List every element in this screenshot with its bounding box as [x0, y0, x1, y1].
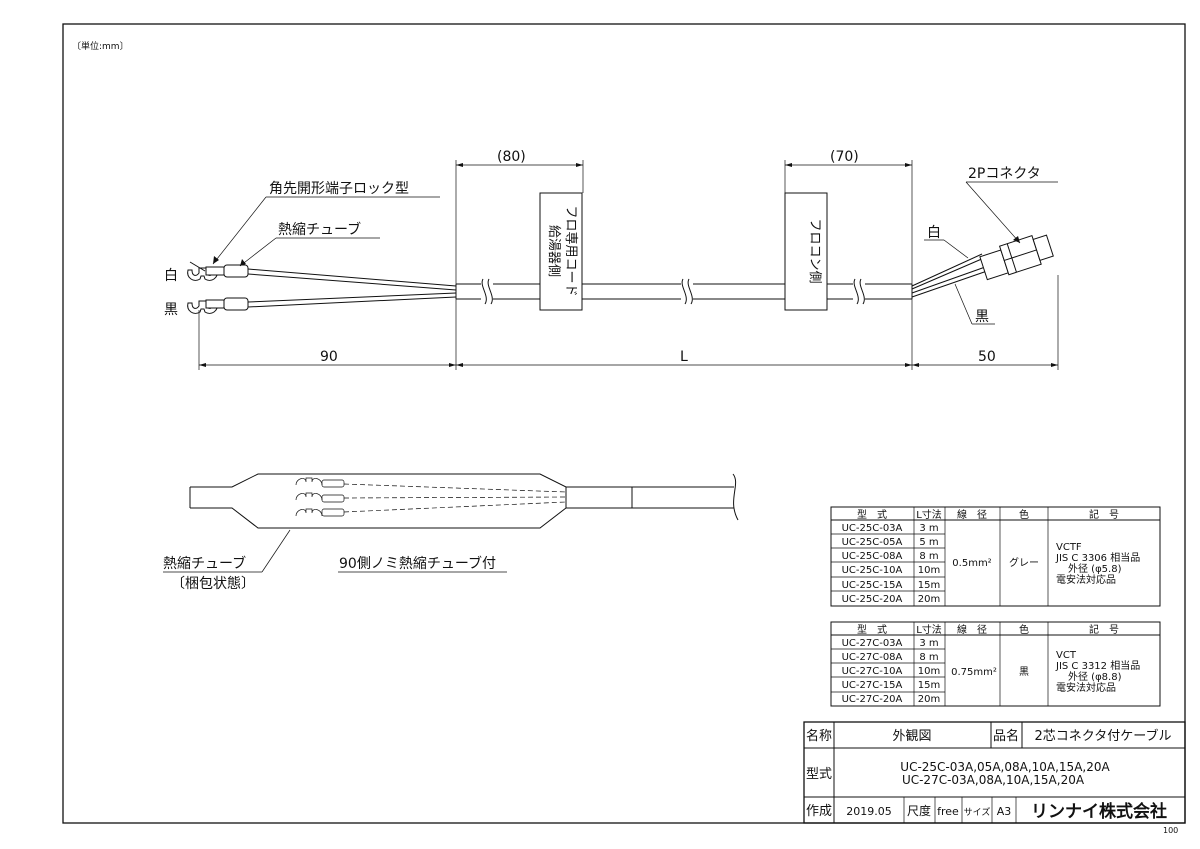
t2-symbol-0: VCT	[1056, 650, 1077, 661]
table-cell: 8 m	[919, 551, 938, 562]
label-pack-heat-tube: 熱縮チューブ	[163, 555, 246, 572]
tb-made-label: 作成	[806, 804, 832, 819]
t1-symbol-3: 電安法対応品	[1056, 573, 1116, 586]
table-cell: UC-25C-10A	[842, 565, 903, 576]
label-connector: 2Pコネクタ	[968, 166, 1041, 182]
table-cell: UC-25C-20A	[842, 594, 903, 605]
label-black-right: 黒	[975, 309, 989, 325]
connector-2p	[979, 234, 1054, 281]
table-cell: UC-25C-03A	[842, 523, 903, 534]
t2-wire: 0.75mm²	[951, 667, 997, 678]
t1-h-wire: 線 径	[957, 508, 987, 521]
t1-h-length: L寸法	[916, 508, 942, 521]
tag1-line2: 給湯器側	[546, 225, 561, 277]
table-cell: 3 m	[919, 523, 938, 534]
unit-note: 〔単位:mm〕	[72, 40, 129, 52]
tag2-text: フロコン側	[807, 218, 822, 283]
t2-symbol-1: JIS C 3312 相当品	[1055, 659, 1140, 672]
label-pack-state: 〔梱包状態〕	[171, 576, 255, 592]
t1-color: グレー	[1009, 556, 1039, 569]
tb-product-value: 2芯コネクタ付ケーブル	[1035, 728, 1172, 744]
table-cell: UC-25C-05A	[842, 537, 903, 548]
t2-h-length: L寸法	[916, 623, 942, 636]
t2-symbol-3: 電安法対応品	[1056, 681, 1116, 694]
table-cell: UC-25C-15A	[842, 580, 903, 591]
dimension-70: (70)	[784, 149, 913, 284]
t2-color: 黒	[1019, 666, 1029, 678]
svg-text:(80): (80)	[497, 149, 526, 165]
tb-size-value: A3	[997, 805, 1012, 818]
table-cell: UC-25C-08A	[842, 551, 903, 562]
spec-table-1: 型 式 L寸法 線 径 色 記 号 UC-25C-03A 3 m UC-25C-…	[830, 506, 1161, 607]
t2-h-color: 色	[1019, 623, 1029, 636]
tb-scale-label: 尺度	[907, 803, 931, 818]
tb-company: リンナイ株式会社	[1031, 801, 1167, 822]
dim-50: 50	[978, 349, 996, 365]
tb-name-label: 名称	[806, 728, 832, 744]
tb-model-line2: UC-27C-03A,08A,10A,15A,20A	[902, 773, 1085, 787]
tb-made-value: 2019.05	[846, 805, 892, 818]
t2-h-wire: 線 径	[957, 623, 987, 636]
dimension-80: (80)	[455, 149, 584, 284]
spade-terminal-white	[187, 261, 249, 281]
packaged-drawing: 熱縮チューブ 〔梱包状態〕 90側ノミ熱縮チューブ付	[163, 473, 739, 592]
t1-symbol-0: VCTF	[1056, 542, 1082, 553]
tb-model-line1: UC-25C-03A,05A,08A,10A,15A,20A	[900, 760, 1110, 774]
table-cell: UC-27C-08A	[842, 652, 903, 663]
break-mark-1	[481, 278, 493, 305]
table-cell: 20m	[918, 694, 940, 705]
spade-terminal-black	[187, 297, 249, 314]
t2-h-model: 型 式	[857, 623, 887, 636]
table-cell: 8 m	[919, 652, 938, 663]
t1-h-color: 色	[1019, 508, 1029, 521]
svg-text:(70): (70)	[830, 149, 859, 165]
cable-tag-controller-side	[784, 192, 828, 311]
tag1-line1: フロ専用コード	[563, 205, 578, 296]
sheet-border	[62, 23, 1186, 824]
tb-product-label: 品名	[993, 728, 1019, 744]
spec-table-2: 型 式 L寸法 線 径 色 記 号 UC-27C-03A 3 m UC-27C-…	[830, 621, 1161, 707]
title-block: 名称 外観図 品名 2芯コネクタ付ケーブル 型式 UC-25C-03A,05A,…	[803, 721, 1186, 824]
tb-model-label: 型式	[806, 767, 832, 782]
table-cell: UC-27C-10A	[842, 666, 903, 677]
t1-h-model: 型 式	[857, 508, 887, 521]
label-heat-tube: 熱縮チューブ	[278, 221, 361, 238]
t1-h-symbol: 記 号	[1089, 508, 1119, 521]
tb-scale-value: free	[937, 805, 959, 818]
table-cell: UC-27C-20A	[842, 694, 903, 705]
table-cell: 5 m	[919, 537, 938, 548]
page-number: 100	[1163, 826, 1178, 835]
table-cell: 10m	[918, 666, 940, 677]
dimension-bottom: 90 L 50	[198, 275, 1059, 370]
label-white-left: 白	[164, 268, 178, 284]
cable-drawing: フロ専用コード 給湯器側 フロコン側 白 黒 角先開形端子ロック型 熱	[164, 149, 1059, 370]
break-mark-3	[853, 278, 865, 305]
tb-size-label: サイズ	[964, 806, 991, 818]
t1-wire: 0.5mm²	[952, 558, 991, 569]
table-cell: 15m	[918, 680, 940, 691]
t2-symbol-2: 外径 (φ8.8)	[1068, 670, 1122, 683]
break-mark-2	[681, 278, 693, 305]
dim-90: 90	[320, 349, 338, 365]
t1-symbol-1: JIS C 3306 相当品	[1055, 551, 1140, 564]
packaged-terminals	[295, 477, 567, 517]
table-cell: 15m	[918, 580, 940, 591]
t1-symbol-2: 外径 (φ5.8)	[1068, 562, 1122, 575]
label-black-left: 黒	[164, 302, 178, 318]
table-cell: 3 m	[919, 638, 938, 649]
dim-L: L	[680, 349, 688, 365]
tb-name-value: 外観図	[892, 729, 931, 744]
table-cell: UC-27C-15A	[842, 680, 903, 691]
label-white-right: 白	[927, 225, 941, 241]
table-cell: 10m	[918, 565, 940, 576]
table-cell: UC-27C-03A	[842, 638, 903, 649]
label-terminal-type: 角先開形端子ロック型	[269, 181, 409, 197]
t2-h-symbol: 記 号	[1089, 623, 1119, 636]
label-pack-note: 90側ノミ熱縮チューブ付	[339, 555, 496, 572]
cable-tag-heater-side	[539, 192, 583, 311]
table-cell: 20m	[918, 594, 940, 605]
